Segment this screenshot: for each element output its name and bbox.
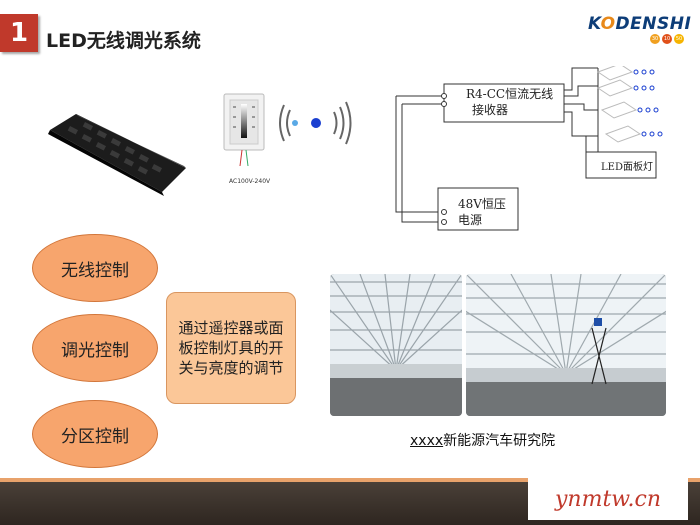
receiver-label-line1: R4-CC恒流无线: [466, 87, 554, 101]
badge-30: 30: [650, 34, 660, 44]
voltage-label: AC100V-240V: [229, 178, 271, 185]
feature-zone-control: 分区控制: [32, 400, 158, 468]
logo-text-k: K: [588, 14, 601, 34]
footer-stripe: [0, 478, 700, 482]
wireless-signal-icon: [279, 101, 352, 145]
ceiling-photo-left: [330, 274, 462, 416]
receiver-label-line2: 接收器: [472, 103, 509, 117]
logo-text-o: O: [600, 14, 616, 34]
caption-prefix: xxxx: [410, 433, 444, 449]
photo-caption: xxxx新能源汽车研究院: [410, 430, 555, 450]
caption-rest: 新能源汽车研究院: [443, 433, 556, 449]
ceiling-photo-right: [466, 274, 666, 416]
receiver-label: R4-CC恒流无线 接收器: [466, 86, 553, 118]
psu-label-line2: 电源: [458, 213, 483, 227]
psu-label: 48V恒压 电源: [458, 196, 506, 228]
remote-control-image: [48, 114, 186, 196]
logo-text-rest: DENSHI: [615, 14, 692, 34]
badge-50: 50: [674, 34, 684, 44]
watermark: ynmtw.cn: [528, 478, 688, 520]
wall-panel-controller: [223, 93, 265, 167]
slide-number: 1: [0, 14, 38, 52]
feature-dimming-control: 调光控制: [32, 314, 158, 382]
page-title: LED无线调光系统: [46, 30, 201, 52]
logo-badges: 30 10 50: [650, 34, 684, 44]
psu-label-line1: 48V恒压: [458, 197, 506, 211]
description-box: 通过遥控器或面板控制灯具的开关与亮度的调节: [166, 292, 296, 404]
feature-wireless-control: 无线控制: [32, 234, 158, 302]
badge-10: 10: [662, 34, 672, 44]
wiring-diagram: [395, 66, 663, 231]
panel-label: LED面板灯: [601, 162, 653, 173]
company-logo: KODENSHI: [588, 14, 691, 34]
